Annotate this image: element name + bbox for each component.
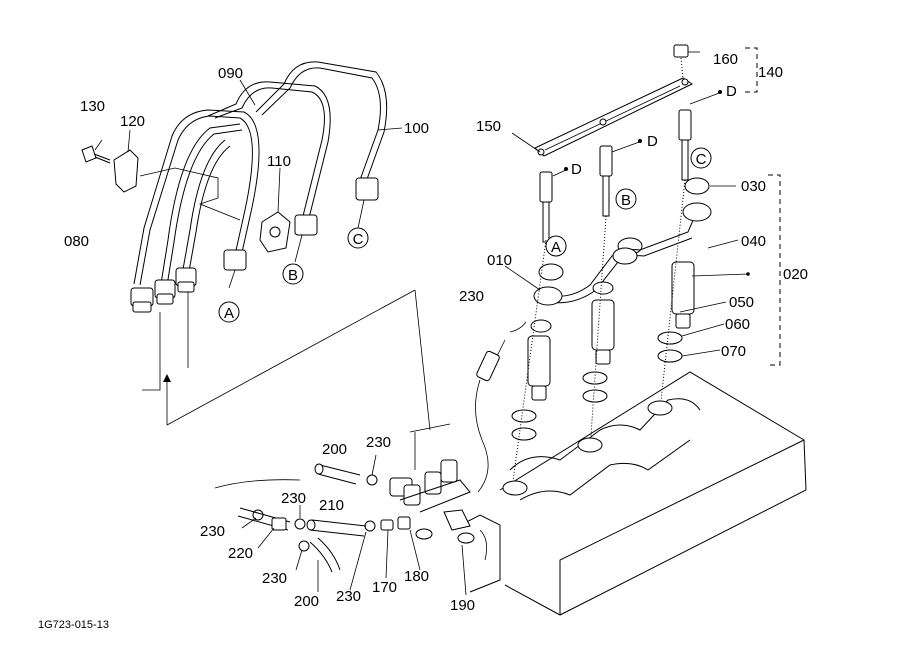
label-230-b: 230	[366, 434, 391, 451]
label-120: 120	[120, 113, 145, 130]
label-d-3: D	[571, 161, 582, 178]
label-200-b: 200	[294, 593, 319, 610]
injection-pipe-assembly	[81, 61, 431, 431]
label-140: 140	[758, 64, 783, 81]
label-130: 130	[80, 98, 105, 115]
label-070: 070	[721, 343, 746, 360]
label-020: 020	[783, 266, 808, 283]
overflow-line-assembly	[214, 321, 527, 596]
label-110: 110	[267, 153, 291, 170]
label-230-e: 230	[262, 570, 287, 587]
callout-b-right: B	[621, 192, 631, 209]
callout-a-right: A	[551, 239, 561, 256]
label-090: 090	[218, 65, 243, 82]
label-230-c: 230	[281, 490, 306, 507]
label-010: 010	[487, 252, 512, 269]
label-060: 060	[725, 316, 750, 333]
drawing-code: 1G723-015-13	[38, 619, 109, 631]
callout-c-right: C	[696, 151, 707, 168]
label-200-a: 200	[322, 441, 347, 458]
label-220: 220	[228, 545, 253, 562]
callout-b-left: B	[288, 267, 298, 284]
label-230-d: 230	[200, 523, 225, 540]
label-100: 100	[404, 120, 429, 137]
cylinder-head	[454, 371, 807, 616]
callouts: A B C A B C	[218, 147, 712, 323]
callout-c-left: C	[353, 231, 364, 248]
label-150: 150	[476, 118, 501, 135]
part-labels: 090 100 130 120 110 080 150 160 140 030 …	[64, 51, 808, 614]
label-030: 030	[741, 178, 766, 195]
callout-a-left: A	[224, 305, 234, 322]
label-d-1: D	[726, 83, 737, 100]
label-230-f: 230	[336, 588, 361, 605]
label-180: 180	[404, 568, 429, 585]
label-050: 050	[729, 294, 754, 311]
label-190: 190	[450, 597, 475, 614]
nozzle-glowplug-assembly	[504, 44, 781, 489]
label-080: 080	[64, 233, 89, 250]
label-d-2: D	[647, 133, 658, 150]
label-230-a: 230	[459, 288, 484, 305]
label-170: 170	[372, 579, 397, 596]
label-160: 160	[713, 51, 738, 68]
label-210: 210	[319, 497, 344, 514]
label-040: 040	[741, 233, 766, 250]
